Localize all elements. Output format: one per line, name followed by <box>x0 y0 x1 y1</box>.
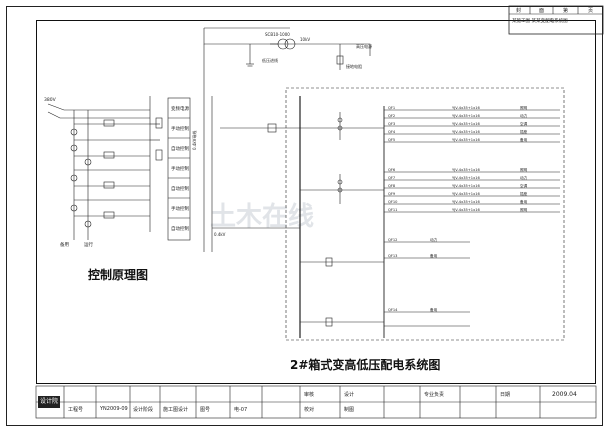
feeder-load-8: 空调 <box>520 183 528 188</box>
feeder-cable-1: YJV-4x35+1x16 <box>452 106 480 110</box>
inner-frame <box>36 20 596 384</box>
control-diagram-title: 控制原理图 <box>88 268 149 282</box>
feeder-load-7: 动力 <box>520 175 528 180</box>
drawing-no-value: 电-07 <box>234 407 248 413</box>
drawing-main-title: 2#箱式变高低压配电系统图 <box>290 358 441 372</box>
feeder-load-3: 空调 <box>520 121 528 126</box>
watermark-text: 土木在线 <box>210 202 315 232</box>
major-label: 专业负责 <box>424 392 445 398</box>
feeder-cable-8: YJV-4x35+1x16 <box>452 184 480 188</box>
feeder-cable-2: YJV-4x35+1x16 <box>452 114 480 118</box>
feeder-rows <box>384 109 560 327</box>
control-side-label: 380V <box>44 97 57 103</box>
feeder-cable-4: YJV-4x35+1x16 <box>452 130 480 134</box>
feeder-load-13: 备用 <box>430 253 438 258</box>
feeder-load-9: 插座 <box>520 191 528 196</box>
outer-frame <box>6 6 603 426</box>
feeder-cable-6: YJV-4x35+1x16 <box>452 168 480 172</box>
feeder-labels: QF1 YJV-4x35+1x16 照明 QF2 YJV-4x35+1x16 动… <box>388 105 528 312</box>
feeder-load-2: 动力 <box>520 113 528 118</box>
feeder-breaker-14: QF14 <box>388 308 398 312</box>
feeder-breaker-3: QF3 <box>388 122 395 126</box>
transformer-section <box>203 27 371 252</box>
project-no-value: YN2009-09 <box>100 406 128 412</box>
transformer-label: SCB10-1000 <box>265 32 290 37</box>
design-stage-value: 施工图设计 <box>163 407 189 413</box>
feeder-cable-7: YJV-4x35+1x16 <box>452 176 480 180</box>
relay-label-3: 自动控制 <box>171 145 189 152</box>
header-cell-2: 面 <box>539 8 544 14</box>
feeder-cable-11: YJV-4x35+1x16 <box>452 208 480 212</box>
design-stage-label: 设计阶段 <box>133 407 154 413</box>
lv-voltage-label: 0.4kV <box>214 232 226 237</box>
lv-distribution-panel <box>212 87 565 341</box>
date-label: 日期 <box>500 392 511 398</box>
feeder-breaker-1: QF1 <box>388 106 395 110</box>
control-bottom-label-2: 运行 <box>84 241 93 248</box>
feeder-breaker-9: QF9 <box>388 192 396 196</box>
header-cell-4: 页 <box>588 8 593 14</box>
feeder-cable-5: YJV-4x35+1x16 <box>452 138 480 142</box>
feeder-load-1: 照明 <box>520 105 528 110</box>
feeder-breaker-13: QF13 <box>388 254 397 258</box>
draw-label: 制图 <box>344 407 355 413</box>
relay-label-1: 变频电源 <box>171 105 189 112</box>
feeder-cable-9: YJV-4x35+1x16 <box>452 192 480 196</box>
feeder-load-6: 照明 <box>520 167 528 172</box>
feeder-load-14: 备用 <box>430 307 438 312</box>
header-cell-3: 第 <box>563 7 568 14</box>
feeder-load-10: 备用 <box>520 199 528 204</box>
design-label: 设计 <box>344 392 355 398</box>
feeder-breaker-6: QF6 <box>388 168 396 172</box>
lv-incoming-label: 低压进线 <box>262 57 278 63</box>
design-institute-logo: 设计院 <box>38 396 60 408</box>
header-note: 某施工图-某某变配电系统图 <box>512 17 568 24</box>
feeder-breaker-10: QF10 <box>388 200 398 204</box>
relay-label-2: 手动控制 <box>171 125 189 132</box>
check-label: 校对 <box>304 407 315 413</box>
feeder-breaker-11: QF11 <box>388 208 397 212</box>
feeder-breaker-8: QF8 <box>388 184 396 188</box>
feeder-load-12: 动力 <box>430 237 438 242</box>
date-value: 2009.04 <box>552 391 577 398</box>
relay-label-4: 手动控制 <box>171 165 189 172</box>
feeder-load-5: 备用 <box>520 137 528 142</box>
hv-voltage-label: 10kV <box>300 37 310 42</box>
header-table: 封 面 第 页 某施工图-某某变配电系统图 <box>508 5 604 35</box>
feeder-breaker-4: QF4 <box>388 130 396 134</box>
hv-source-label: 高压电源 <box>356 43 372 49</box>
feeder-load-4: 插座 <box>520 129 528 134</box>
feeder-cable-10: YJV-4x35+1x16 <box>452 200 480 204</box>
feeder-breaker-5: QF5 <box>388 138 395 142</box>
drawing-no-label: 图号 <box>200 407 211 413</box>
relay-label-7: 自动控制 <box>171 225 189 232</box>
control-schematic <box>47 96 163 240</box>
relay-label-6: 手动控制 <box>171 205 189 212</box>
feeder-load-11: 照明 <box>520 207 528 212</box>
lv-bus-label: 0.4kV母线 <box>191 131 197 150</box>
feeder-cable-3: YJV-4x35+1x16 <box>452 122 480 126</box>
project-no-label: 工程号 <box>68 407 84 413</box>
ground-label: 接地电阻 <box>346 63 362 69</box>
feeder-breaker-7: QF7 <box>388 176 395 180</box>
control-bottom-label-1: 备用 <box>60 241 69 248</box>
header-cell-1: 封 <box>516 7 521 14</box>
relay-label-column <box>167 97 191 241</box>
review-label: 审核 <box>304 392 315 398</box>
relay-label-5: 自动控制 <box>171 185 189 192</box>
feeder-breaker-2: QF2 <box>388 114 395 118</box>
feeder-breaker-12: QF12 <box>388 238 397 242</box>
